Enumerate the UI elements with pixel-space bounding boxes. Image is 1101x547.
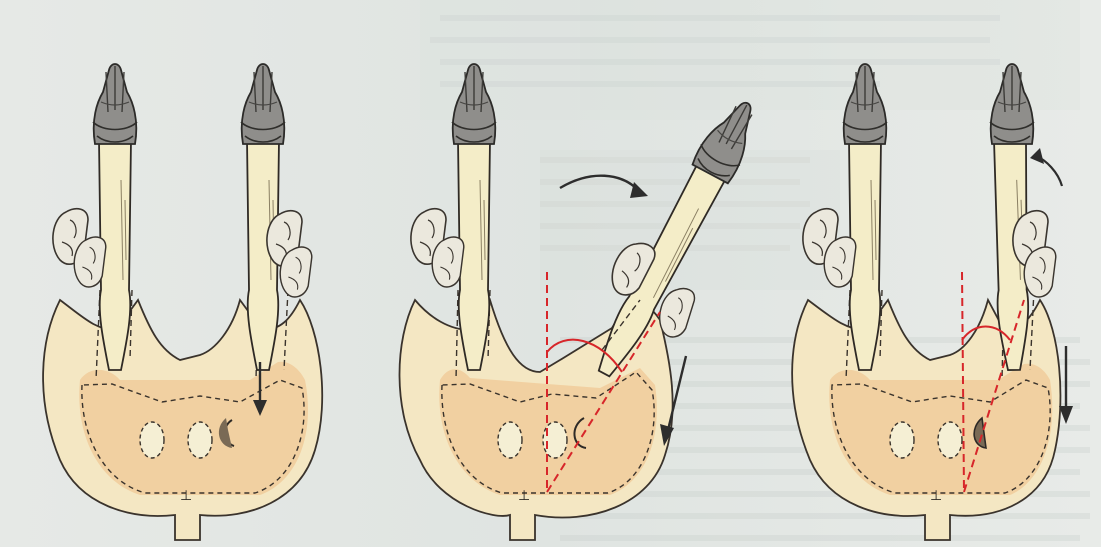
tail-marker: ⊥ — [930, 487, 942, 503]
obturator-left — [498, 422, 522, 458]
obturator-right — [188, 422, 212, 458]
obturator-left — [140, 422, 164, 458]
tail-marker: ⊥ — [518, 487, 530, 503]
obturator-right — [938, 422, 962, 458]
obturator-right — [543, 422, 567, 458]
tail-marker: ⊥ — [180, 487, 192, 503]
obturator-left — [890, 422, 914, 458]
